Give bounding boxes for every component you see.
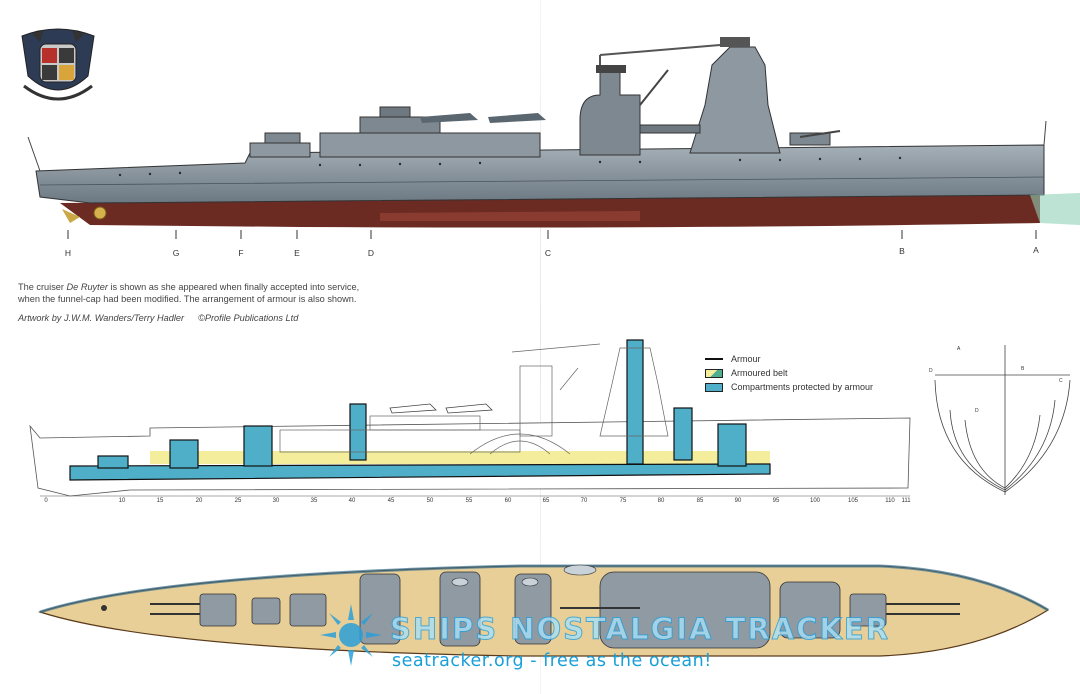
section-letter: C: [1059, 378, 1063, 384]
frame-number: 25: [234, 498, 242, 504]
frame-number: 30: [272, 498, 280, 504]
caption-text: The cruiser De Ruyter is shown as she ap…: [18, 282, 360, 304]
watermark-title: SHIPS NOSTALGIA TRACKER: [389, 612, 891, 647]
legend-item-protected-compartments: Compartments protected by armour: [705, 381, 873, 393]
frame-number: 80: [657, 498, 665, 504]
section-letter: B: [1021, 366, 1025, 372]
frame-number: 55: [465, 498, 473, 504]
frame-number: 65: [542, 498, 550, 504]
frame-number: 0: [44, 498, 48, 504]
station-label: G: [172, 248, 180, 258]
legend-item-armoured-belt: Armoured belt: [705, 367, 788, 379]
section-letter: A: [957, 346, 961, 352]
frame-number: 10: [118, 498, 126, 504]
frame-number: 75: [619, 498, 627, 504]
station-label: E: [294, 248, 300, 258]
frame-number: 40: [348, 498, 356, 504]
watermark-logo-icon: [320, 604, 382, 666]
frame-number: 110: [885, 498, 895, 504]
armour-arrangement-diagram: [29, 339, 911, 497]
frame-number: 85: [696, 498, 704, 504]
frame-number: 105: [847, 498, 858, 504]
frame-number: 90: [734, 498, 742, 504]
frame-number: 45: [387, 498, 395, 504]
legend-swatch: [705, 358, 723, 360]
ship-side-profile: [27, 37, 1080, 239]
frame-number: 100: [809, 498, 820, 504]
frame-number: 20: [195, 498, 203, 504]
section-letter: D: [929, 368, 933, 374]
body-plan-diagram: D A B C D: [929, 345, 1071, 495]
frame-number: 111: [901, 498, 911, 504]
station-label: A: [1033, 245, 1039, 255]
frame-number: 15: [156, 498, 164, 504]
artwork-credit: Artwork by J.W.M. Wanders/Terry Hadler©P…: [18, 313, 299, 323]
frame-number: 35: [310, 498, 318, 504]
frame-number: 95: [772, 498, 780, 504]
legend-swatch: [705, 382, 723, 392]
legend-swatch: [705, 368, 723, 378]
station-label: F: [238, 248, 244, 258]
frame-number: 50: [426, 498, 434, 504]
station-label: C: [544, 248, 552, 258]
watermark-subtitle: seatracker.org - free as the ocean!: [392, 651, 712, 671]
ship-name: De Ruyter: [66, 282, 108, 292]
legend-item-armour: Armour: [705, 353, 761, 365]
station-label: D: [367, 248, 375, 258]
frame-number: 60: [504, 498, 512, 504]
station-label: H: [64, 248, 72, 258]
page-fold: [540, 0, 541, 694]
naval-crest-emblem: [21, 28, 95, 101]
ship-plan-view: [38, 564, 1050, 657]
station-label: B: [899, 246, 905, 256]
section-letter: D: [975, 408, 979, 414]
frame-number: 70: [580, 498, 588, 504]
